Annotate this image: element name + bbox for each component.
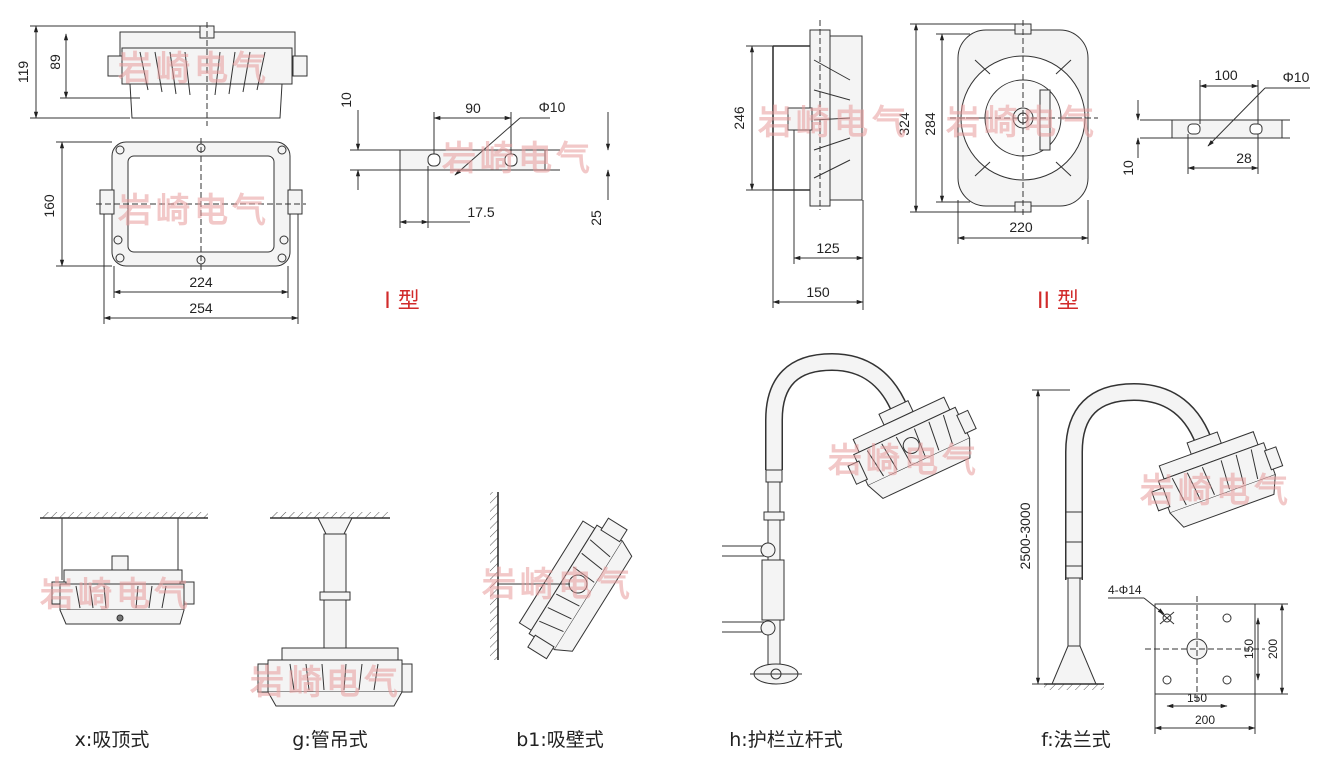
watermark: 岩崎电气 [117, 49, 270, 89]
watermark: 岩崎电气 [441, 139, 594, 179]
dim-150: 150 [806, 284, 830, 300]
dim-284: 284 [922, 112, 938, 136]
type-ii-front-view: 324 284 220 [896, 20, 1098, 244]
flange-holes-label: 4-Φ14 [1108, 583, 1142, 597]
railing-pole-drawing [722, 352, 977, 685]
dim-phi10-i: Φ10 [539, 99, 566, 115]
type-ii-bracket: 100 Φ10 28 10 [1120, 67, 1310, 176]
flange-dim-200-h: 200 [1195, 713, 1215, 727]
caption-railing: h:护栏立杆式 [729, 729, 842, 751]
dim-125: 125 [816, 240, 840, 256]
dim-phi10-ii: Φ10 [1283, 69, 1310, 85]
dim-324: 324 [896, 112, 912, 136]
type-i-side-view: 119 89 [15, 22, 308, 126]
flange-dim-150-h: 150 [1187, 691, 1207, 705]
type-ii-label: II 型 [1037, 289, 1079, 314]
type-i-bracket: 10 90 Φ10 17.5 25 [338, 92, 611, 228]
type-i-front-view: 160 224 254 [41, 138, 306, 324]
dim-220: 220 [1009, 219, 1033, 235]
watermark: 岩崎电气 [757, 103, 910, 143]
type-ii-side-view: 246 125 150 [731, 20, 864, 310]
flange-dim-150-v: 150 [1242, 639, 1256, 659]
wall-mount-drawing [490, 492, 633, 660]
dim-246: 246 [731, 106, 747, 130]
ceiling-mount-drawing [40, 512, 208, 625]
watermark: 岩崎电气 [117, 191, 270, 231]
caption-pipe: g:管吊式 [292, 729, 367, 751]
flange-pole-drawing: 2500-3000 4-Φ14 150 200 150 [1017, 382, 1288, 734]
dim-89: 89 [47, 54, 63, 70]
watermark: 岩崎电气 [1139, 471, 1292, 511]
watermark: 岩崎电气 [249, 663, 402, 703]
caption-wall: b1:吸壁式 [516, 729, 604, 751]
dim-224: 224 [189, 274, 213, 290]
type-i-label: I 型 [384, 289, 419, 314]
watermark: 岩崎电气 [39, 575, 192, 615]
flange-dim-200-v: 200 [1266, 639, 1280, 659]
dim-90: 90 [465, 100, 481, 116]
pipe-hanging-drawing [257, 512, 413, 707]
dim-17-5: 17.5 [467, 204, 494, 220]
dim-160: 160 [41, 194, 57, 218]
dim-pole-height: 2500-3000 [1017, 502, 1033, 569]
watermark: 岩崎电气 [481, 565, 634, 605]
watermark: 岩崎电气 [827, 441, 980, 481]
dim-254: 254 [189, 300, 213, 316]
dim-10-ii: 10 [1120, 160, 1136, 176]
dim-119: 119 [15, 61, 31, 84]
caption-flange: f:法兰式 [1041, 729, 1110, 751]
dim-28: 28 [1236, 150, 1252, 166]
dim-25: 25 [588, 210, 604, 226]
watermark: 岩崎电气 [945, 103, 1098, 143]
caption-ceiling: x:吸顶式 [75, 729, 150, 751]
dim-100: 100 [1214, 67, 1238, 83]
dim-10-i: 10 [338, 92, 354, 108]
